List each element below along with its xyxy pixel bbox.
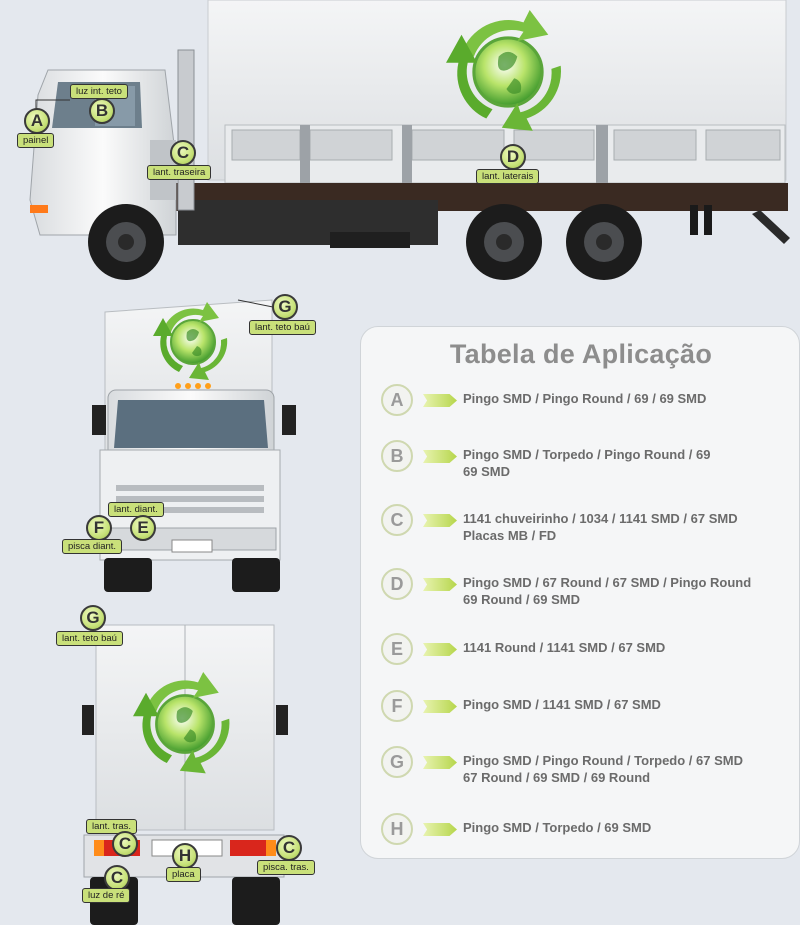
wheel (88, 204, 164, 280)
callout-d-label: lant. laterais (476, 169, 540, 184)
callout-c-label: lant. traseira (147, 165, 212, 180)
callout-g-badge: G (272, 294, 298, 320)
row-text-2: Placas MB / FD (463, 528, 557, 543)
callout-c-badge: C (170, 140, 196, 166)
arrow-right-icon (423, 450, 457, 463)
row-letter: F (381, 690, 413, 722)
row-text-2: 69 SMD (463, 464, 510, 479)
row-letter: G (381, 746, 413, 778)
arrow-right-icon (423, 643, 457, 656)
callout-a-badge: A (24, 108, 50, 134)
application-table: Tabela de Aplicação A Pingo SMD / Pingo … (360, 326, 800, 859)
truck-front-view (92, 299, 296, 592)
callout-b-badge: B (89, 98, 115, 124)
truck-side-view (29, 0, 790, 280)
callout-d-badge: D (500, 144, 526, 170)
wheel (566, 204, 642, 280)
callout-e-badge: E (130, 515, 156, 541)
row-text: Pingo SMD / Pingo Round / Torpedo / 67 S… (463, 753, 743, 768)
row-text-2: 69 Round / 69 SMD (463, 592, 581, 607)
row-text: Pingo SMD / Pingo Round / 69 / 69 SMD (463, 391, 707, 406)
callout-c-re-label: luz de ré (82, 888, 131, 903)
row-text: Pingo SMD / 1141 SMD / 67 SMD (463, 697, 661, 712)
wheel (466, 204, 542, 280)
callout-b-label: luz int. teto (70, 84, 128, 99)
row-letter: A (381, 384, 413, 416)
row-text: Pingo SMD / Torpedo / Pingo Round / 69 (463, 447, 711, 462)
callout-h-badge: H (172, 843, 198, 869)
row-letter: H (381, 813, 413, 845)
row-text: 1141 Round / 1141 SMD / 67 SMD (463, 640, 666, 655)
row-text: 1141 chuveirinho / 1034 / 1141 SMD / 67 … (463, 511, 738, 526)
arrow-right-icon (423, 756, 457, 769)
row-letter: B (381, 440, 413, 472)
callout-f-label: pisca diant. (62, 539, 123, 554)
callout-g-label: lant. teto baú (249, 320, 316, 335)
callout-c-rear-badge: C (112, 831, 138, 857)
callout-f-badge: F (86, 515, 112, 541)
row-letter: D (381, 568, 413, 600)
arrow-right-icon (423, 394, 457, 407)
callout-c-pisca-label: pisca. tras. (257, 860, 315, 875)
callout-e-label: lant. diant. (108, 502, 164, 517)
row-letter: E (381, 633, 413, 665)
callout-g-rear-label: lant. teto baú (56, 631, 123, 646)
row-letter: C (381, 504, 413, 536)
table-title: Tabela de Aplicação (449, 339, 713, 369)
arrow-right-icon (423, 823, 457, 836)
callout-h-label: placa (166, 867, 201, 882)
arrow-right-icon (423, 700, 457, 713)
row-text: Pingo SMD / 67 Round / 67 SMD / Pingo Ro… (463, 575, 752, 590)
callout-c-rear-label: lant. tras. (86, 819, 138, 834)
arrow-right-icon (423, 514, 457, 527)
arrow-right-icon (423, 578, 457, 591)
callout-c-pisca-badge: C (276, 835, 302, 861)
row-text: Pingo SMD / Torpedo / 69 SMD (463, 820, 652, 835)
callout-a-label: painel (17, 133, 55, 148)
row-text-2: 67 Round / 69 SMD / 69 Round (463, 770, 651, 785)
callout-g-rear-badge: G (80, 605, 106, 631)
